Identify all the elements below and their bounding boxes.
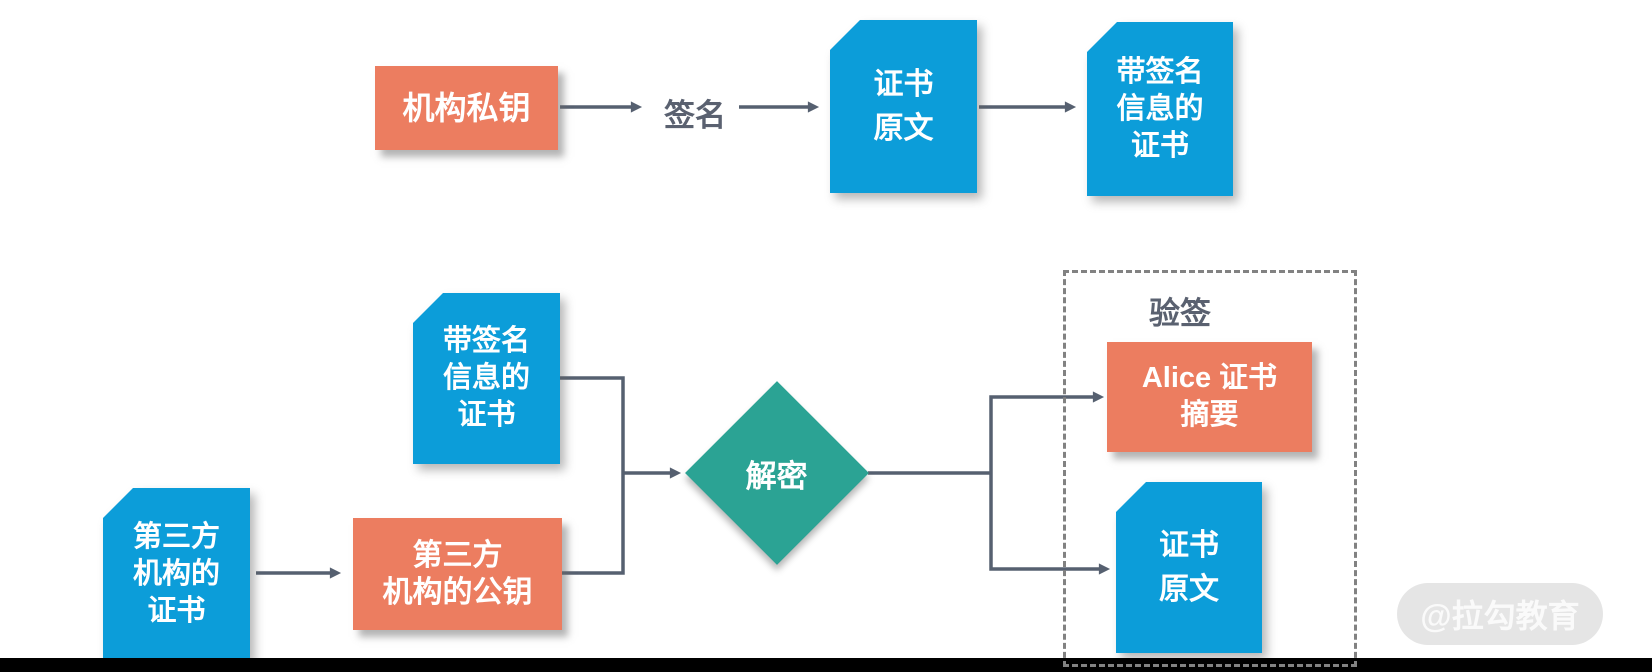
cert-original-line2: 原文 — [1159, 572, 1219, 606]
signed-cert-line1: 带签名 — [1116, 55, 1204, 88]
org-private-key-box: 机构私钥 — [375, 66, 558, 150]
decrypt-label: 解密 — [746, 458, 808, 494]
document-icon: 带签名 信息的 证书 — [413, 293, 560, 464]
third-party-pubkey-line1: 第三方 — [412, 539, 503, 572]
third-party-public-key-box: 第三方 机构的公钥 — [353, 518, 562, 630]
cert-original-line1: 证书 — [873, 67, 934, 101]
signed-cert-doc-sign-flow: 带签名 信息的 证书 — [1087, 22, 1233, 196]
cert-original-doc-sign-flow: 证书 原文 — [830, 20, 977, 193]
connector-inputs-junction — [559, 376, 625, 575]
watermark-badge: @拉勾教育 — [1397, 583, 1603, 645]
document-icon: 第三方 机构的 证书 — [103, 488, 250, 660]
signed-cert-line1: 带签名 — [442, 325, 530, 357]
org-private-key-label: 机构私钥 — [402, 89, 531, 126]
alice-cert-digest-box: Alice 证书 摘要 — [1107, 342, 1312, 452]
alice-digest-line2: 摘要 — [1180, 399, 1239, 431]
signed-cert-line2: 信息的 — [1116, 92, 1204, 125]
signed-cert-line3: 证书 — [457, 399, 516, 431]
arrow-decrypt-to-alice-digest — [989, 391, 1105, 473]
document-icon: 带签名 信息的 证书 — [1087, 22, 1233, 196]
arrow-decrypt-to-cert-original — [989, 473, 1111, 575]
cert-original-line2: 原文 — [873, 111, 934, 145]
cert-original-doc-verify-flow: 证书 原文 — [1116, 482, 1262, 653]
bottom-black-bar — [0, 658, 1652, 672]
third-party-cert-line1: 第三方 — [132, 520, 220, 553]
third-party-cert-doc: 第三方 机构的 证书 — [103, 488, 250, 660]
document-icon: 证书 原文 — [830, 20, 977, 193]
third-party-cert-line3: 证书 — [147, 594, 206, 627]
sign-step-label: 签名 — [664, 98, 726, 133]
third-party-cert-line2: 机构的 — [132, 557, 220, 590]
cert-original-line1: 证书 — [1159, 528, 1219, 562]
alice-digest-line1: Alice 证书 — [1141, 362, 1278, 394]
signed-cert-line3: 证书 — [1130, 129, 1189, 162]
signed-cert-doc-verify-flow: 带签名 信息的 证书 — [413, 293, 560, 464]
watermark-text: @拉勾教育 — [1420, 598, 1580, 634]
third-party-pubkey-line2: 机构的公钥 — [382, 576, 533, 609]
verify-group-title: 验签 — [1149, 296, 1211, 331]
document-icon: 证书 原文 — [1116, 482, 1262, 653]
signed-cert-line2: 信息的 — [442, 362, 530, 394]
